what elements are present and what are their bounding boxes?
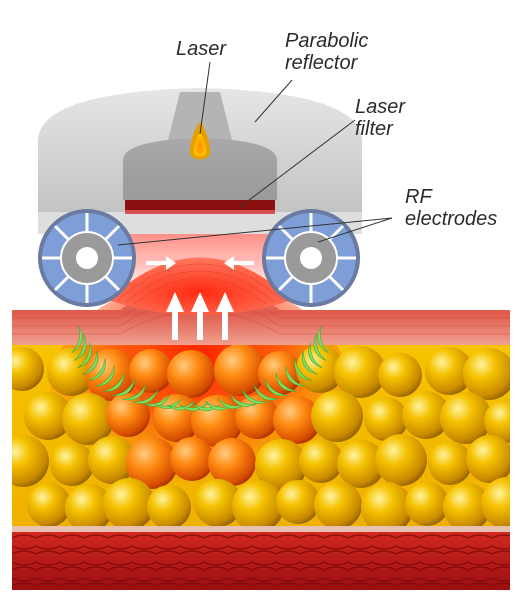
laser-filter-label-line1: Laser	[355, 96, 406, 118]
fat-cell	[273, 396, 321, 444]
up-arrow-icon	[166, 292, 234, 340]
fat-cell	[12, 347, 44, 391]
fat-cell	[378, 353, 422, 397]
rf-electrodes-label-line1: RF	[405, 186, 432, 208]
rf-electrodes-label-line2: electrodes	[405, 208, 498, 230]
parabolic-reflector-label-line1: Parabolic	[285, 30, 369, 52]
fat-cell	[12, 435, 49, 487]
fat-cell	[402, 391, 450, 439]
bump-lines	[117, 263, 283, 305]
fat-cell	[170, 437, 214, 481]
fat-cell	[214, 344, 266, 396]
fat-cell	[463, 348, 510, 400]
fat-cell	[484, 399, 510, 443]
rf-electrode-left	[38, 209, 136, 307]
muscle-layer	[12, 528, 510, 590]
fat-cell	[62, 393, 114, 445]
fat-cell	[106, 393, 150, 437]
fat-cell	[47, 348, 95, 396]
fat-cells	[12, 344, 510, 534]
rf-electrode-right	[262, 209, 360, 307]
tissue	[12, 300, 510, 590]
fat-cell	[126, 437, 178, 489]
fascia	[12, 526, 510, 532]
fat-cell	[466, 435, 510, 483]
fat-cell	[24, 392, 72, 440]
fat-cell	[147, 485, 191, 529]
fat-cell	[361, 482, 413, 534]
fat-cell	[311, 390, 363, 442]
fat-cell	[65, 484, 113, 532]
laser-mount	[168, 92, 232, 140]
fat-cell	[440, 392, 492, 444]
fat-cell	[296, 345, 344, 393]
fat-cell	[334, 346, 386, 398]
fat-cell	[276, 480, 320, 524]
fat-cell	[258, 351, 302, 395]
fat-cell	[129, 349, 173, 393]
muscle-fibers	[12, 534, 510, 587]
fat-cell	[232, 480, 284, 532]
fat-cell	[364, 397, 408, 441]
fat-cell	[405, 482, 449, 526]
laser-source	[190, 122, 210, 160]
fat-cell	[103, 478, 155, 530]
skin-bump	[108, 257, 292, 315]
fat-cell	[255, 439, 307, 491]
rf-waves	[71, 325, 329, 412]
laser-filter-label-line2: filter	[355, 118, 393, 140]
fat-cell	[337, 440, 385, 488]
parabolic-reflector-label-line2: reflector	[285, 52, 358, 74]
fat-cell	[27, 483, 71, 527]
fat-cell	[208, 438, 256, 486]
reflector-chamber	[123, 138, 277, 200]
fat-cell	[314, 481, 362, 529]
inward-arrow-icon	[146, 256, 254, 270]
leader-lines	[117, 61, 393, 246]
fat-cell	[50, 442, 94, 486]
fat-cell	[167, 350, 215, 398]
fat-cell	[88, 436, 136, 484]
laser-label: Laser	[176, 38, 227, 60]
laser-filter-edge	[125, 210, 275, 214]
fat-cell	[428, 441, 472, 485]
fat-cell	[481, 477, 510, 529]
fat-cell	[375, 434, 427, 486]
fat-cell	[425, 347, 473, 395]
laser-filter	[125, 200, 275, 212]
fat-cell	[299, 439, 343, 483]
fat-cell	[443, 483, 491, 531]
fat-cell	[194, 479, 242, 527]
